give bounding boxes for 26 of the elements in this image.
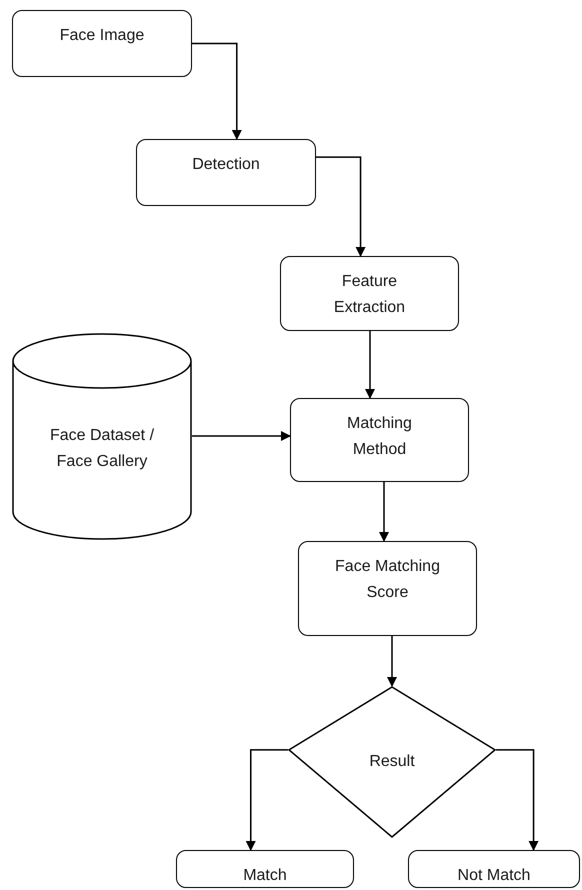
node-label: Face Dataset / Face Gallery (48, 426, 156, 472)
node-label: Detection (192, 155, 260, 175)
arrow (365, 331, 375, 399)
arrow (387, 636, 397, 687)
arrow (192, 431, 291, 441)
node-label: Feature Extraction (332, 272, 406, 318)
process-box (408, 850, 580, 888)
arrow (246, 749, 288, 851)
process-box (280, 256, 459, 331)
node-label: Not Match (458, 866, 530, 886)
node-label: Matching Method (346, 414, 413, 460)
node-label: Face Matching Score (334, 557, 441, 603)
node-label: Result (369, 752, 415, 772)
database-cylinder (12, 333, 192, 540)
process-box (12, 10, 192, 77)
arrow (192, 42, 242, 140)
arrow (379, 482, 389, 542)
arrow (496, 749, 539, 851)
node-label: Face Image (60, 26, 144, 46)
decision-diamond (288, 686, 496, 838)
process-box (136, 139, 316, 206)
process-box (298, 541, 477, 636)
process-box (176, 850, 354, 888)
arrow (316, 156, 366, 257)
process-box (290, 398, 469, 482)
node-label: Match (243, 866, 287, 886)
